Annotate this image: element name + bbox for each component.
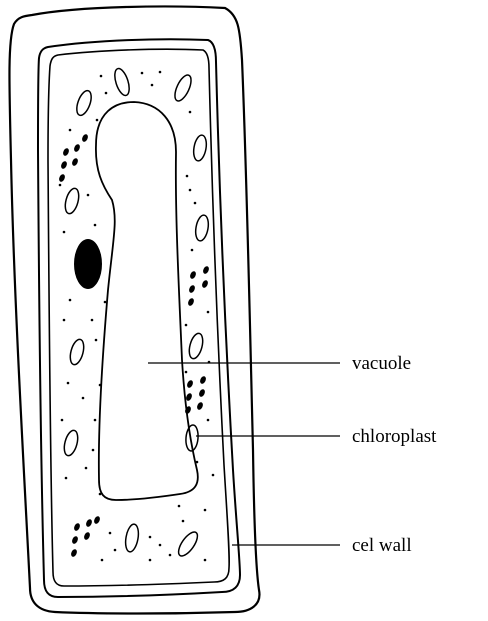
cytoplasm-dots (59, 71, 215, 562)
chloroplast-4 (63, 187, 81, 215)
chloroplast-label: chloroplast (352, 426, 437, 447)
granule-cluster-2 (187, 265, 210, 306)
chloroplast-12 (175, 529, 201, 559)
chloroplast-6 (194, 214, 210, 242)
chloroplast-1 (112, 67, 132, 97)
chloroplast-2 (172, 73, 195, 103)
chloroplast-5 (192, 134, 208, 162)
cell-wall-label: cel wall (352, 535, 412, 556)
vacuole-label: vacuole (352, 353, 411, 374)
granule-clusters (58, 133, 210, 557)
cell-membrane (48, 49, 229, 586)
chloroplast-11 (124, 523, 141, 553)
chloroplast-8 (187, 332, 205, 360)
outer-cell-wall (9, 6, 259, 613)
granule-cluster-3 (184, 375, 207, 414)
chloroplast-9 (62, 429, 80, 457)
chloroplast-7 (68, 338, 86, 366)
vacuole (96, 102, 198, 500)
nucleus (74, 239, 102, 289)
chloroplast-3 (74, 89, 94, 118)
granule-cluster-4 (70, 515, 101, 557)
granule-cluster-1 (58, 133, 89, 182)
